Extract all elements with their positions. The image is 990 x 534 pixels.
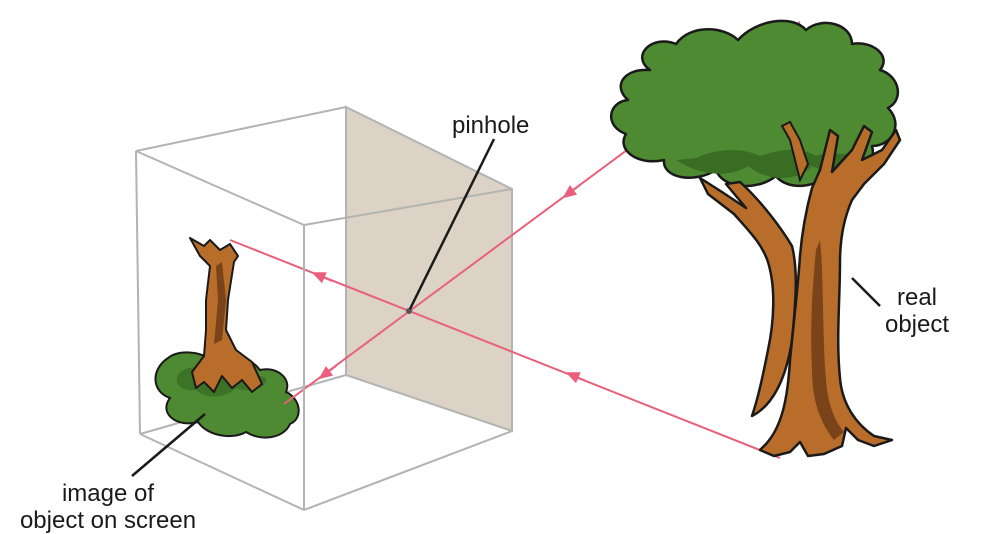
pinhole-dot — [406, 308, 412, 314]
inverted-trunk — [189, 237, 263, 393]
box-edge-back-left — [135, 106, 347, 152]
real-object-label: real object — [862, 284, 972, 338]
box-edge-bottom-right — [303, 430, 513, 511]
image-label-line2: object on screen — [19, 507, 197, 534]
box-edge-left — [135, 150, 141, 435]
image-label: image of object on screen — [0, 480, 216, 534]
tree-branch-left — [780, 120, 810, 183]
ray-bottom-arrow-2 — [311, 272, 333, 284]
real-object-label-line2: object — [884, 311, 950, 338]
ray-top-arrow-1 — [562, 184, 581, 199]
box-edge-top-left — [135, 150, 305, 226]
image-label-line1: image of — [61, 480, 155, 507]
box-edge-top-right — [303, 188, 513, 226]
pinhole-label: pinhole — [452, 112, 530, 139]
tree-icon — [609, 19, 902, 458]
ray-top-arrow-2 — [318, 365, 337, 380]
tree-canopy-shadow — [676, 149, 866, 179]
ray-bottom-arrow-1 — [565, 372, 587, 384]
tree-trunk-main — [758, 124, 902, 458]
inverted-tree-image-icon — [154, 237, 300, 439]
pinhole-leader-line — [408, 138, 496, 310]
inverted-trunk-shade — [214, 262, 226, 344]
tree-trunk — [698, 176, 797, 418]
real-object-leader-line — [851, 277, 881, 307]
tree-trunk-shade — [811, 240, 844, 440]
camera-box-front — [135, 150, 513, 511]
real-object-label-line1: real — [896, 284, 938, 311]
image-leader-line — [131, 413, 206, 477]
